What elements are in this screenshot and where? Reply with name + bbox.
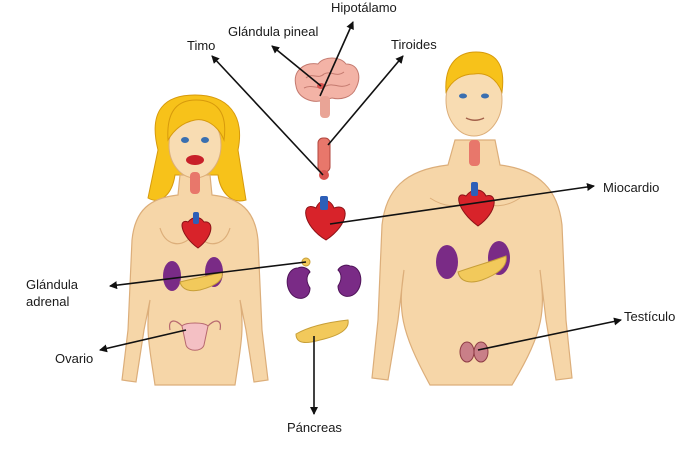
male-mouth xyxy=(465,117,485,121)
pointer-glandula-pineal xyxy=(271,45,322,87)
male-figure xyxy=(371,51,573,386)
pointer-miocardio xyxy=(329,183,595,225)
male-body xyxy=(371,139,573,386)
label-ovario: Ovario xyxy=(55,351,94,366)
female-uterus xyxy=(181,322,209,351)
female-figure xyxy=(121,94,269,386)
label-timo: Timo xyxy=(187,38,216,53)
female-eye-left xyxy=(181,137,189,143)
label-glandula-adrenal-line2: adrenal xyxy=(26,294,70,309)
female-pancreas xyxy=(179,271,223,292)
male-testicle-left xyxy=(459,341,475,363)
pointer-tiroides xyxy=(327,55,404,146)
pointer-testiculo xyxy=(477,317,622,351)
female-eye-right xyxy=(201,137,209,143)
pointer-timo xyxy=(211,55,324,176)
label-hipotalamo: Hipotálamo xyxy=(331,0,397,15)
pointer-glandula-adrenal xyxy=(109,261,307,290)
female-thyroid xyxy=(190,172,200,194)
pointer-lines xyxy=(99,21,622,415)
male-eye-right xyxy=(481,93,489,99)
label-glandula-adrenal-line1: Glándula xyxy=(26,277,79,292)
kidney-right-icon xyxy=(337,264,362,297)
label-testiculo: Testículo xyxy=(624,309,676,324)
male-hair xyxy=(445,51,504,94)
center-organs xyxy=(286,57,362,343)
brain-folds xyxy=(303,71,351,89)
male-pancreas xyxy=(457,255,507,283)
male-kidney-left xyxy=(436,245,458,279)
label-tiroides: Tiroides xyxy=(391,37,437,52)
label-miocardio: Miocardio xyxy=(603,180,660,195)
male-thyroid xyxy=(469,140,480,166)
female-hair-front xyxy=(167,99,226,142)
kidney-left-icon xyxy=(286,266,311,299)
female-kidney-left xyxy=(163,261,181,291)
brainstem xyxy=(320,96,330,118)
male-eye-left xyxy=(459,93,467,99)
female-fallopian-tubes xyxy=(169,320,221,331)
pancreas-icon xyxy=(295,319,349,343)
male-heart-vessel xyxy=(471,182,478,196)
female-lips xyxy=(186,155,204,165)
pointer-ovario xyxy=(99,329,187,353)
label-pancreas: Páncreas xyxy=(287,420,342,435)
male-testicle-right xyxy=(473,341,489,363)
label-glandula-pineal: Glándula pineal xyxy=(228,24,319,39)
thyroid-icon xyxy=(317,137,331,173)
female-heart-vessel xyxy=(193,212,199,224)
pointer-hipotalamo xyxy=(319,21,354,97)
heart-vessel-icon xyxy=(320,196,328,210)
